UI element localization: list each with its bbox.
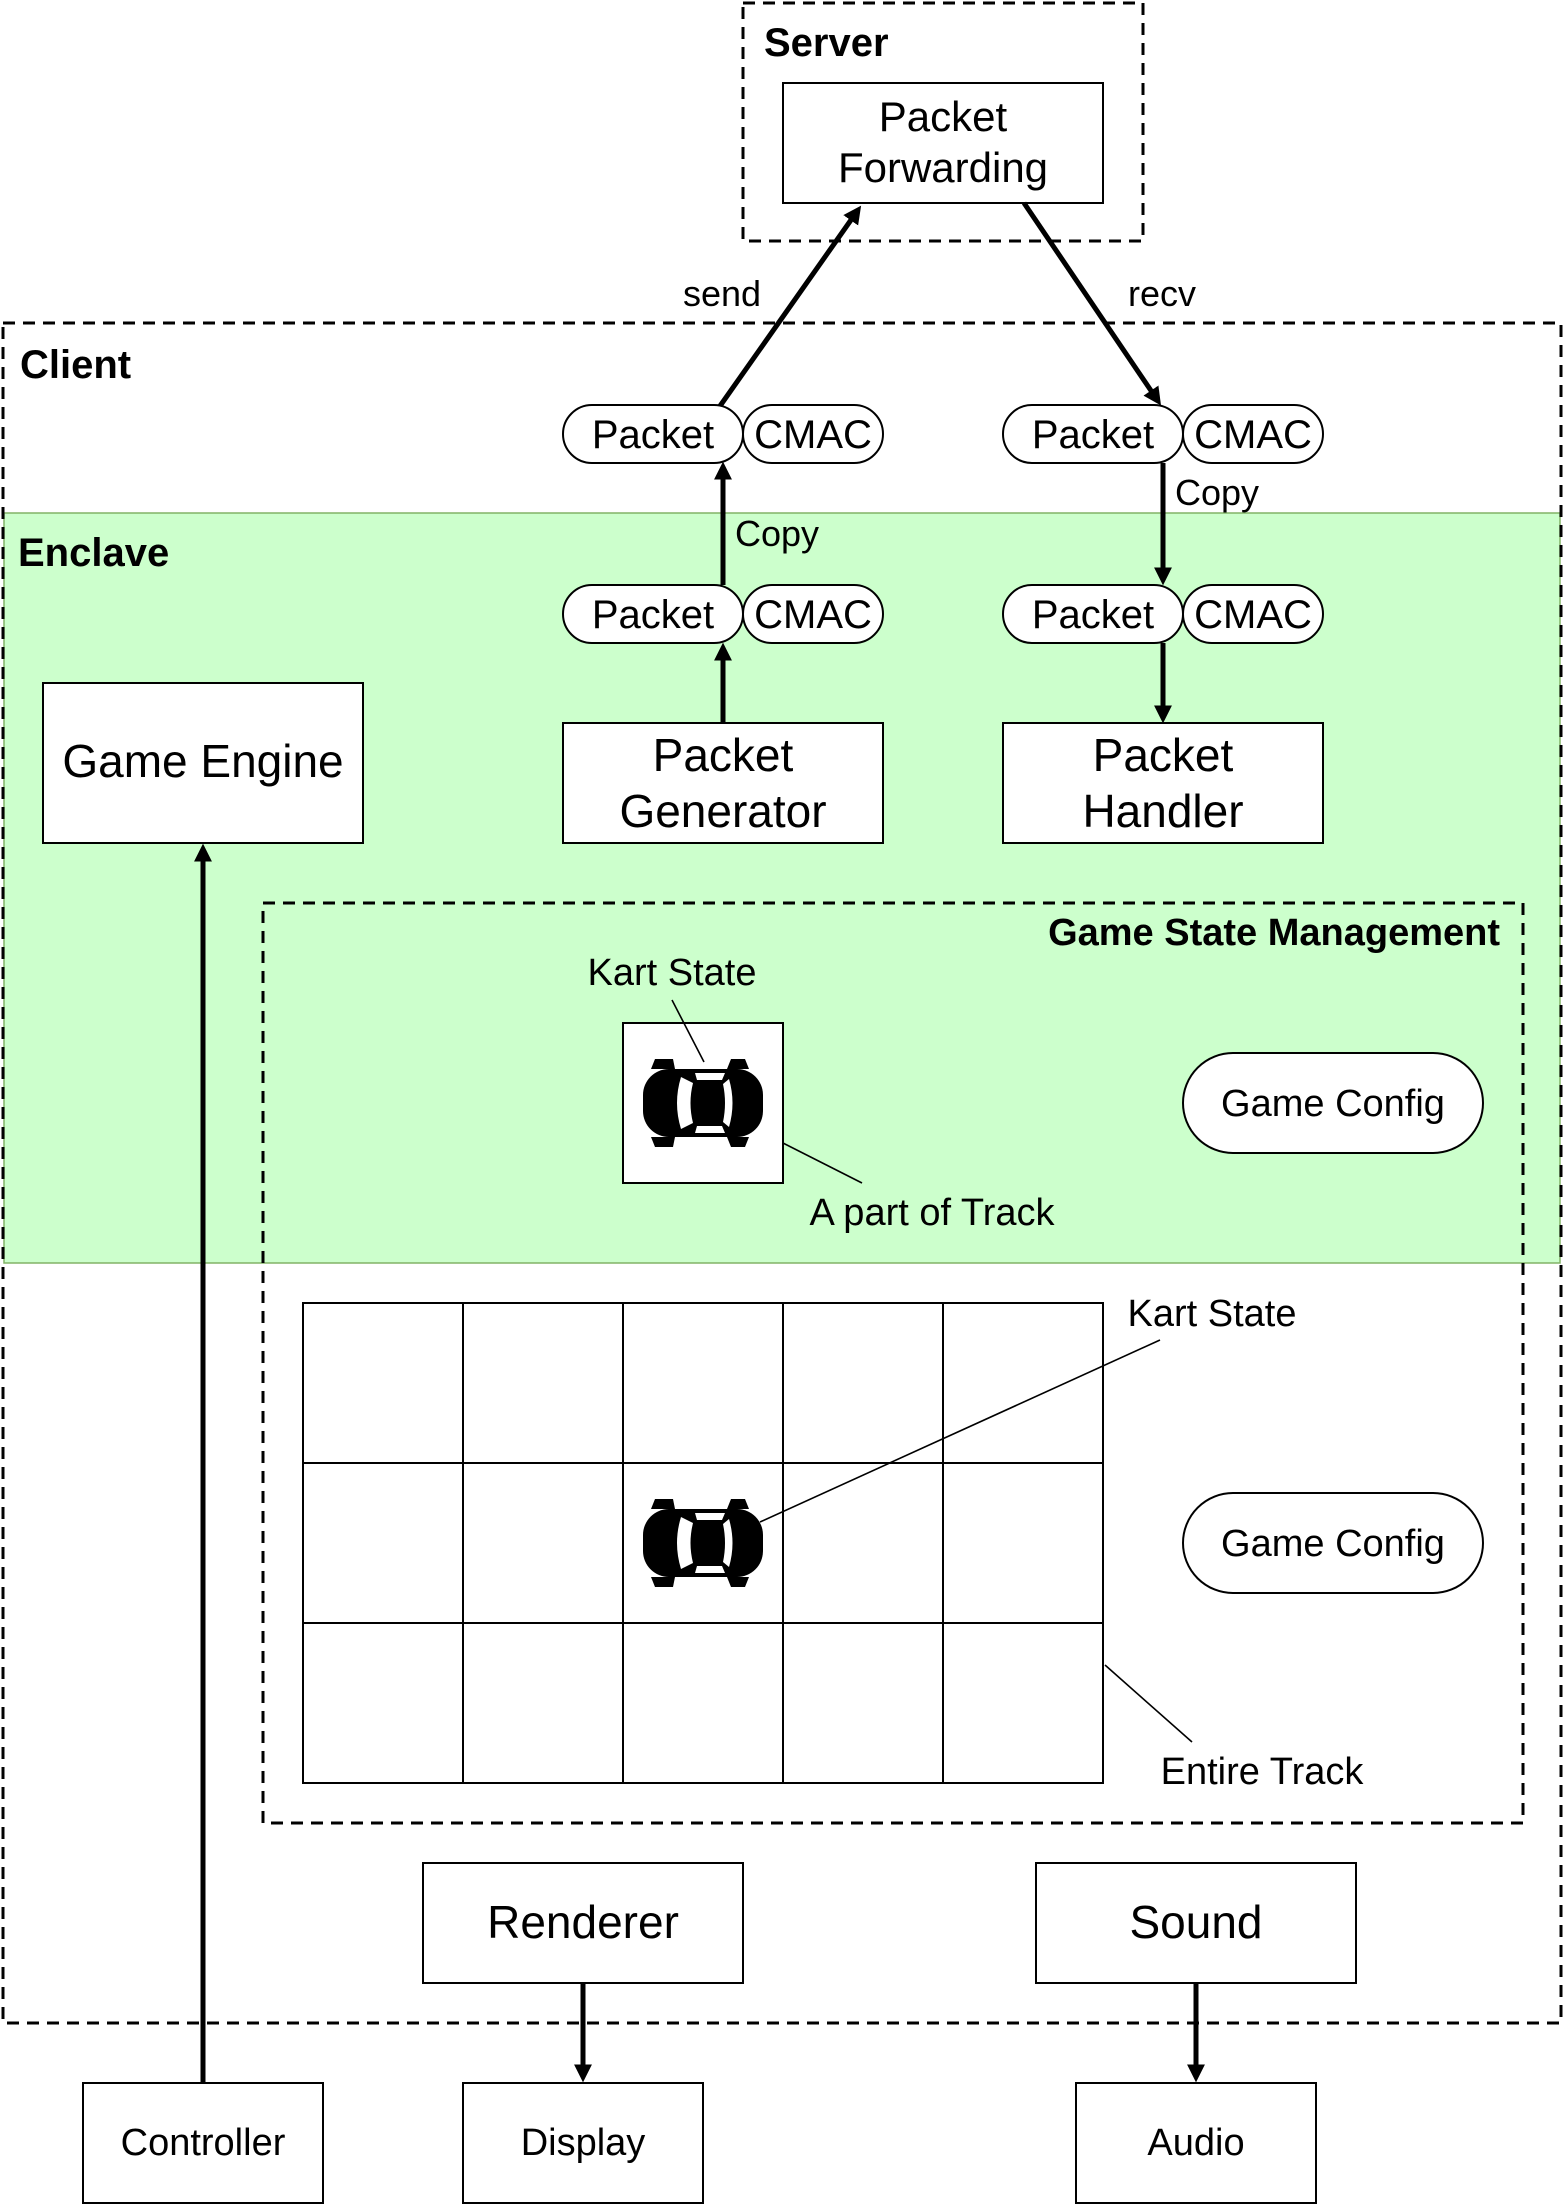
packet-forwarding-line1: Packet — [879, 93, 1008, 140]
packet-generator-line1: Packet — [653, 729, 794, 781]
cmac-pill-client-send — [742, 404, 884, 464]
packet-forwarding-box — [782, 82, 1104, 204]
packet-handler-line2: Handler — [1082, 785, 1243, 837]
sound-label: Sound — [1129, 1896, 1262, 1948]
server-container — [741, 1, 1145, 243]
kart-car-icon-top — [643, 1059, 763, 1147]
game-config-pill-bottom — [1182, 1492, 1484, 1594]
cmac-pill-client-recv — [1182, 404, 1324, 464]
audio-label: Audio — [1147, 2122, 1244, 2164]
packet-handler-line1: Packet — [1093, 729, 1234, 781]
kart-state-label-bottom: Kart State — [1128, 1293, 1297, 1335]
cmac-label: CMAC — [1194, 413, 1312, 457]
display-label: Display — [521, 2122, 646, 2164]
entire-track-label: Entire Track — [1161, 1751, 1365, 1793]
cmac-label: CMAC — [754, 413, 872, 457]
game-config-label-bottom: Game Config — [1221, 1523, 1445, 1565]
packet-label: Packet — [592, 413, 714, 457]
copy-label-recv: Copy — [1175, 472, 1259, 513]
renderer-box — [422, 1862, 744, 1984]
packet-label: Packet — [1032, 413, 1154, 457]
send-arrow — [717, 205, 862, 408]
cmac-label: CMAC — [1194, 593, 1312, 637]
part-of-track-label: A part of Track — [810, 1192, 1056, 1234]
client-label: Client — [20, 343, 131, 387]
cmac-pill-enclave-send — [742, 584, 884, 644]
cmac-pill-enclave-recv — [1182, 584, 1324, 644]
kart-car-icon-bottom — [643, 1499, 763, 1587]
server-label: Server — [764, 21, 889, 65]
display-box — [462, 2082, 704, 2204]
game-state-management-label: Game State Management — [1048, 912, 1500, 954]
copy-label-send: Copy — [735, 513, 819, 554]
send-label: send — [683, 273, 761, 314]
packet-generator-box — [562, 722, 884, 844]
game-state-management-container — [261, 901, 1525, 1825]
packet-forwarding-line2: Forwarding — [838, 144, 1048, 191]
controller-box — [82, 2082, 324, 2204]
audio-box — [1075, 2082, 1317, 2204]
game-engine-box — [42, 682, 364, 844]
client-container — [1, 321, 1563, 2025]
enclave-label: Enclave — [18, 531, 169, 575]
renderer-label: Renderer — [487, 1896, 679, 1948]
recv-arrow — [1021, 201, 1162, 406]
kart-state-leader-top — [671, 999, 705, 1063]
part-of-track-leader — [782, 1142, 863, 1184]
packet-label: Packet — [1032, 593, 1154, 637]
packet-label: Packet — [592, 593, 714, 637]
entire-track-leader — [1104, 1664, 1193, 1743]
recv-label: recv — [1128, 273, 1196, 314]
game-config-label-top: Game Config — [1221, 1083, 1445, 1125]
kart-state-label-top: Kart State — [588, 952, 757, 994]
game-engine-label: Game Engine — [62, 735, 343, 787]
kart-state-leader-bottom — [759, 1339, 1161, 1523]
cmac-label: CMAC — [754, 593, 872, 637]
packet-handler-box — [1002, 722, 1324, 844]
game-config-pill-top — [1182, 1052, 1484, 1154]
sound-box — [1035, 1862, 1357, 1984]
controller-label: Controller — [121, 2122, 286, 2164]
packet-generator-line2: Generator — [619, 785, 826, 837]
